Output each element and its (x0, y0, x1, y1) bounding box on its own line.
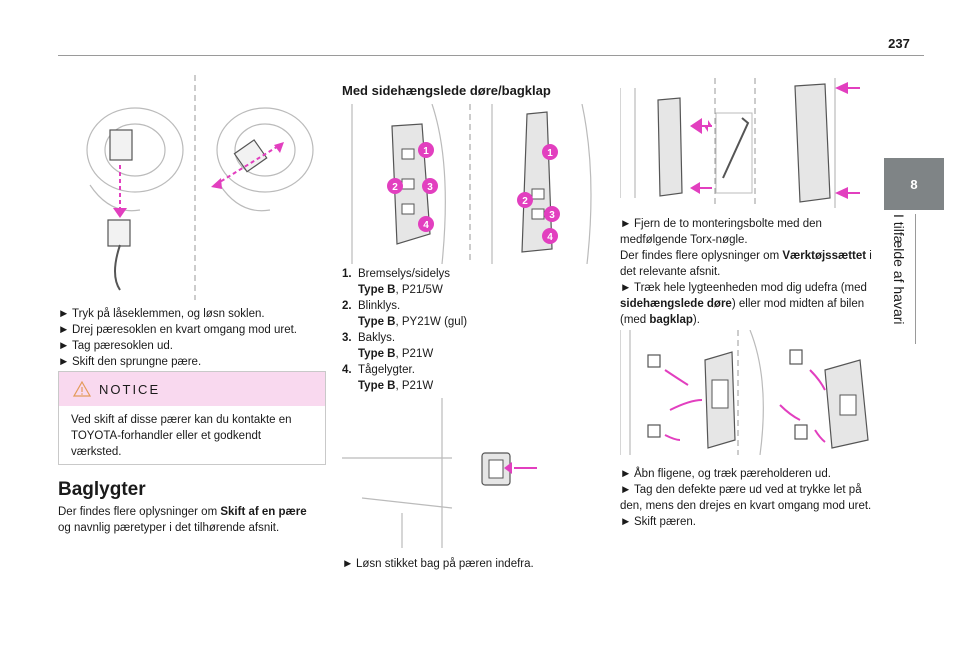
socket-step: ►Drej pæresoklen en kvart omgang mod ure… (58, 324, 297, 336)
callout-number: 3 (549, 210, 555, 221)
figure-bulb-holder (620, 330, 880, 455)
bold-ref-vaerktoj: Værktøjssættet (782, 250, 867, 262)
callout-number: 3 (427, 182, 433, 193)
callout-number: 2 (522, 196, 528, 207)
notice-title: NOTICE (99, 381, 161, 397)
section-title-baglygter: Baglygter (58, 479, 146, 500)
warning-triangle-icon (73, 381, 91, 397)
bullet-arrow: ► (58, 308, 70, 320)
bulb-item: 2. Blinklys.Type B, PY21W (gul) (342, 300, 468, 328)
socket-step: ►Tryk på låseklemmen, og løsn soklen. (58, 308, 265, 320)
figure-bulb-socket (80, 75, 320, 305)
page-number: 237 (888, 36, 910, 51)
callout-number: 4 (547, 232, 553, 243)
bolts-instructions: ►Fjern de to monteringsbolte med den med… (620, 218, 872, 326)
bullet-arrow: ► (620, 484, 632, 496)
socket-step: ►Skift den sprungne pære. (58, 356, 202, 368)
figure-connector (342, 398, 542, 548)
socket-steps: ►Tryk på låseklemmen, og løsn soklen. ►D… (58, 306, 328, 370)
bulb-holder-steps: ►Åbn fligene, og træk pæreholderen ud. ►… (620, 468, 872, 528)
notice-box: NOTICE Ved skift af disse pærer kan du k… (58, 371, 326, 465)
callout-number: 2 (392, 182, 398, 193)
chapter-rule (915, 214, 916, 344)
callout-number: 1 (423, 146, 429, 157)
callout-number: 4 (423, 220, 429, 231)
callout-number: 1 (547, 148, 553, 159)
bullet-arrow: ► (342, 558, 354, 570)
bullet-arrow: ► (620, 468, 632, 480)
bullet-arrow: ► (620, 516, 632, 528)
bulb-item: 3. Baklys.Type B, P21W (342, 332, 434, 360)
socket-step: ►Tag pæresoklen ud. (58, 340, 174, 352)
bullet-arrow: ► (58, 340, 70, 352)
notice-header: NOTICE (59, 372, 325, 406)
section-title-doors: Med sidehængslede døre/bagklap (342, 83, 551, 98)
header-rule (58, 55, 924, 56)
connector-step: ►Løsn stikket bag på pæren indefra. (342, 558, 534, 570)
bullet-arrow: ► (58, 356, 70, 368)
bulb-item: 4. Tågelygter.Type B, P21W (342, 364, 434, 392)
bullet-arrow: ► (58, 324, 70, 336)
bullet-arrow: ► (620, 218, 632, 230)
figure-lamp-numbered: 1 2 3 4 1 2 3 4 (342, 104, 602, 264)
chapter-number: 8 (910, 176, 918, 192)
baglygter-intro: Der findes flere oplysninger om Skift af… (58, 506, 307, 534)
figure-bolts-removal (620, 78, 870, 208)
chapter-label: I tilfælde af havari (891, 214, 907, 325)
bullet-arrow: ► (620, 282, 632, 294)
chapter-tab[interactable]: 8 (884, 158, 944, 210)
bold-ref-skift: Skift af en pære (220, 506, 307, 518)
chapter-label-wrap: I tilfælde af havari (884, 214, 914, 364)
notice-text: Ved skift af disse pærer kan du kontakte… (71, 414, 292, 458)
